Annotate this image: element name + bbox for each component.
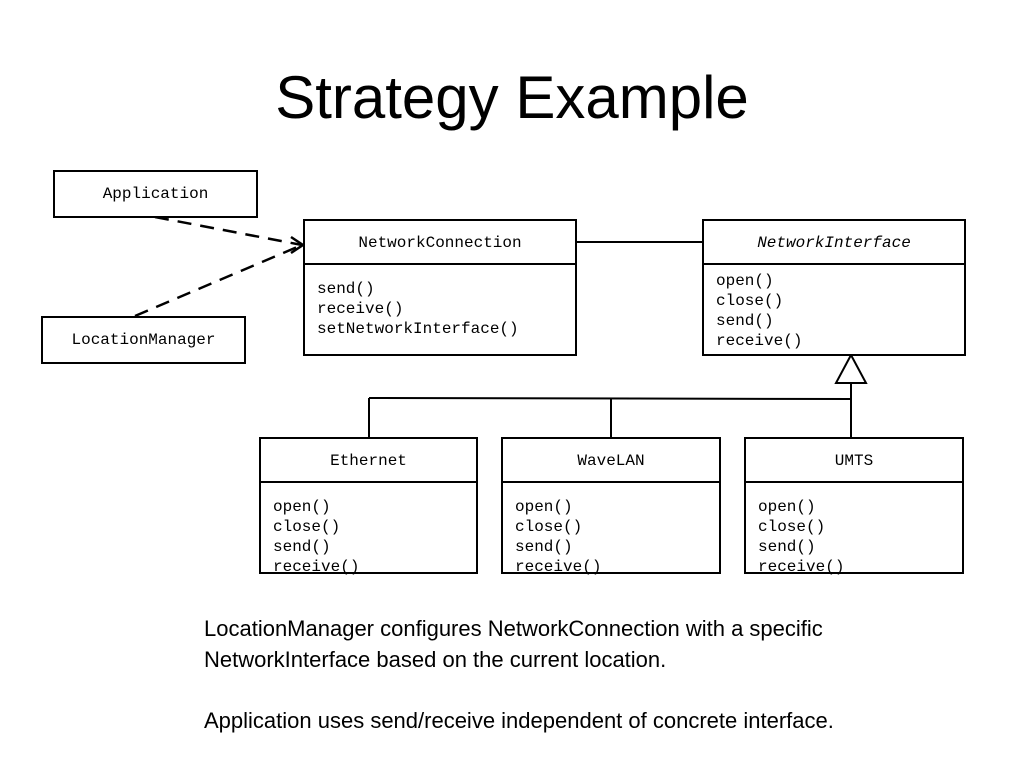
operation: close() (716, 292, 784, 310)
class-application: Application (53, 170, 258, 218)
class-network-connection: NetworkConnection send() receive() setNe… (303, 219, 577, 356)
operation: open() (515, 498, 573, 516)
class-network-interface: NetworkInterface open() close() send() r… (702, 219, 966, 356)
operation: receive() (515, 558, 602, 576)
operation: send() (317, 280, 375, 298)
class-name: UMTS (746, 439, 962, 483)
class-location-manager: LocationManager (41, 316, 246, 364)
operations-list: open() close() send() receive() (704, 265, 964, 351)
class-umts: UMTS open() close() send() receive() (744, 437, 964, 577)
operation: close() (758, 518, 826, 536)
operation: close() (273, 518, 341, 536)
caption-line-1: LocationManager configures NetworkConnec… (204, 616, 823, 641)
class-name: Ethernet (261, 439, 476, 483)
class-name: WaveLAN (503, 439, 719, 483)
slide-title: Strategy Example (275, 64, 749, 131)
application-dependency-line (154, 215, 303, 247)
operation: open() (273, 498, 331, 516)
operations-list: open() close() send() receive() (503, 483, 719, 577)
operation: receive() (273, 558, 360, 576)
class-name: NetworkInterface (704, 221, 964, 265)
caption-line-3: Application uses send/receive independen… (204, 708, 834, 733)
operation: receive() (317, 300, 404, 318)
operation: send() (273, 538, 331, 556)
class-name: NetworkConnection (305, 221, 575, 265)
operation: open() (716, 272, 774, 290)
operation: open() (758, 498, 816, 516)
class-name: Application (102, 185, 209, 203)
operation: close() (515, 518, 583, 536)
operation: send() (515, 538, 573, 556)
class-ethernet: Ethernet open() close() send() receive() (259, 437, 478, 577)
operations-list: open() close() send() receive() (261, 483, 476, 577)
class-wavelan: WaveLAN open() close() send() receive() (501, 437, 721, 577)
operations-list: send() receive() setNetworkInterface() (305, 265, 575, 339)
operation: receive() (758, 558, 845, 576)
operation: send() (758, 538, 816, 556)
operation: receive() (716, 332, 803, 350)
operations-list: open() close() send() receive() (746, 483, 962, 577)
location-manager-dependency-line (134, 243, 303, 318)
generalization-triangle (834, 352, 868, 384)
class-name: LocationManager (71, 331, 216, 349)
caption-line-2: NetworkInterface based on the current lo… (204, 647, 667, 672)
operation: send() (716, 312, 774, 330)
operation: setNetworkInterface() (317, 320, 519, 338)
